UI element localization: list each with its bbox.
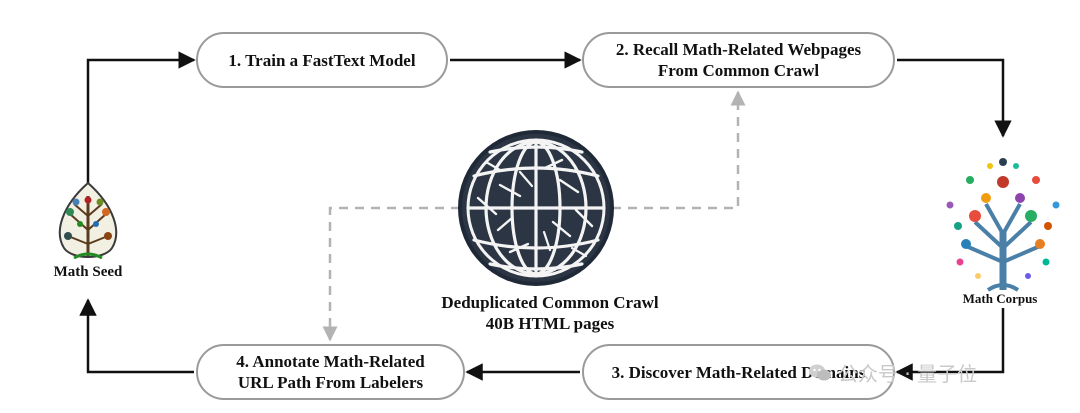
- arrow-seed-to-step1: [86, 51, 196, 185]
- common-crawl-caption-line1: Deduplicated Common Crawl: [441, 293, 659, 312]
- wechat-icon: [809, 364, 831, 380]
- step-2-label-line1: 2. Recall Math-Related Webpages: [615, 40, 862, 59]
- dashed-arrow-globe-to-step4: [322, 206, 460, 342]
- leaf-tree-icon: [59, 181, 117, 260]
- math-corpus-label: Math Corpus: [962, 291, 1038, 306]
- step-4-annotate-url-path: 4. Annotate Math-Related URL Path From L…: [196, 344, 465, 400]
- dashed-arrow-globe-to-step2: [612, 90, 746, 210]
- watermark: 公众号 · 量子位: [808, 358, 977, 387]
- step-4-label-line1: 4. Annotate Math-Related: [236, 352, 425, 371]
- step-2-label-line2: From Common Crawl: [657, 61, 820, 80]
- arrow-corpus-to-step3: [895, 308, 1005, 381]
- common-crawl-caption-line2: 40B HTML pages: [485, 314, 615, 333]
- step-1-train-fasttext: 1. Train a FastText Model: [196, 32, 448, 88]
- arrow-step4-to-seed: [79, 298, 194, 374]
- common-crawl-caption: Deduplicated Common Crawl 40B HTML pages: [400, 292, 700, 334]
- step-3-discover-domains: 3. Discover Math-Related Domains: [582, 344, 895, 400]
- step-1-label: 1. Train a FastText Model: [228, 50, 416, 70]
- step-2-recall-webpages: 2. Recall Math-Related Webpages From Com…: [582, 32, 895, 88]
- arrow-step2-to-corpus: [897, 58, 1012, 138]
- step-3-label: 3. Discover Math-Related Domains: [611, 362, 866, 382]
- globe-icon: [458, 130, 614, 286]
- math-tree-icon: [946, 158, 1060, 292]
- step-4-label-line2: URL Path From Labelers: [237, 373, 424, 392]
- watermark-text: 公众号 · 量子位: [838, 362, 978, 386]
- math-seed-label: Math Seed: [53, 264, 123, 280]
